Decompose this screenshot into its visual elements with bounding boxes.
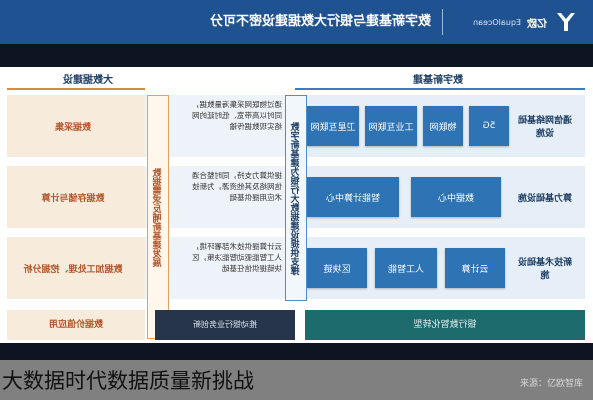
bottom-row: 银行数智化转型 推动银行业务创新 数据价值应用: [7, 310, 585, 340]
bottom-left-label: 银行数智化转型: [413, 320, 477, 330]
row-label: 算力基础设施: [518, 193, 573, 204]
bottom-left-box: 银行数智化转型: [305, 310, 585, 340]
caption-strip: [0, 360, 593, 400]
chip-cloud-computing: 云计算: [445, 248, 505, 288]
row-label: 新技术基础设施: [518, 258, 573, 281]
dark-footer-band: [0, 343, 593, 360]
chip-data-center: 数据中心: [411, 177, 501, 217]
row-right-label: 数据采集: [55, 122, 92, 133]
watermark: 来源：亿欧智库: [519, 379, 583, 389]
banner-left: 数字新基建为银行大数据建设提供支撑: [285, 95, 307, 301]
chip-5g: 5G: [469, 106, 509, 146]
chip-satellite-internet: 卫星互联网: [307, 106, 359, 146]
row-right-label: 数据加工处理、挖掘分析: [23, 264, 123, 275]
row-description: 云计算提供技术部署环境，人工智能驱动智能决策，区块链提供信任基础: [192, 242, 282, 273]
chip-blockchain: 区块链: [307, 248, 367, 288]
brand-logo-icon: [557, 13, 575, 31]
brand: 亿欧 EqualOcean: [473, 8, 577, 36]
section-rule-right: [7, 88, 145, 90]
chip-smart-computing-center: 智能计算中心: [307, 177, 399, 217]
chip-iot: 物联网: [423, 106, 463, 146]
chip-industrial-internet: 工业互联网: [365, 106, 417, 146]
row-right-label: 数据存储与计算: [41, 193, 105, 204]
dark-band: [0, 44, 593, 67]
page-title: 数字新基建与银行大数据建设密不可分: [209, 14, 431, 29]
header-bar: 亿欧 EqualOcean 数字新基建与银行大数据建设密不可分: [0, 0, 593, 44]
row-description: 提供算力支持，同时整合通信网络及其他资源，为新技术应用提供基础: [192, 171, 282, 202]
row-description: 通过物联网采集海量数据，同时以高带宽、低时延的网络实现数据传输: [192, 100, 282, 131]
chip-ai: 人工智能: [375, 248, 437, 288]
caption-text: 大数据时代数据质量新挑战: [2, 369, 254, 393]
section-rule-left: [295, 88, 585, 90]
bottom-right-label: 数据价值应用: [7, 310, 145, 340]
banner-right: 数据需求反哺新基建发展: [147, 95, 169, 339]
infographic: 亿欧 EqualOcean 数字新基建与银行大数据建设密不可分 数字新基建 大数…: [0, 0, 593, 360]
row-label: 通信网络基础设施: [518, 116, 573, 139]
bottom-middle-label: 推动银行业务创新: [155, 310, 295, 340]
brand-name-en: EqualOcean: [473, 17, 521, 27]
header-divider: [442, 9, 443, 35]
brand-name: 亿欧: [527, 18, 547, 30]
